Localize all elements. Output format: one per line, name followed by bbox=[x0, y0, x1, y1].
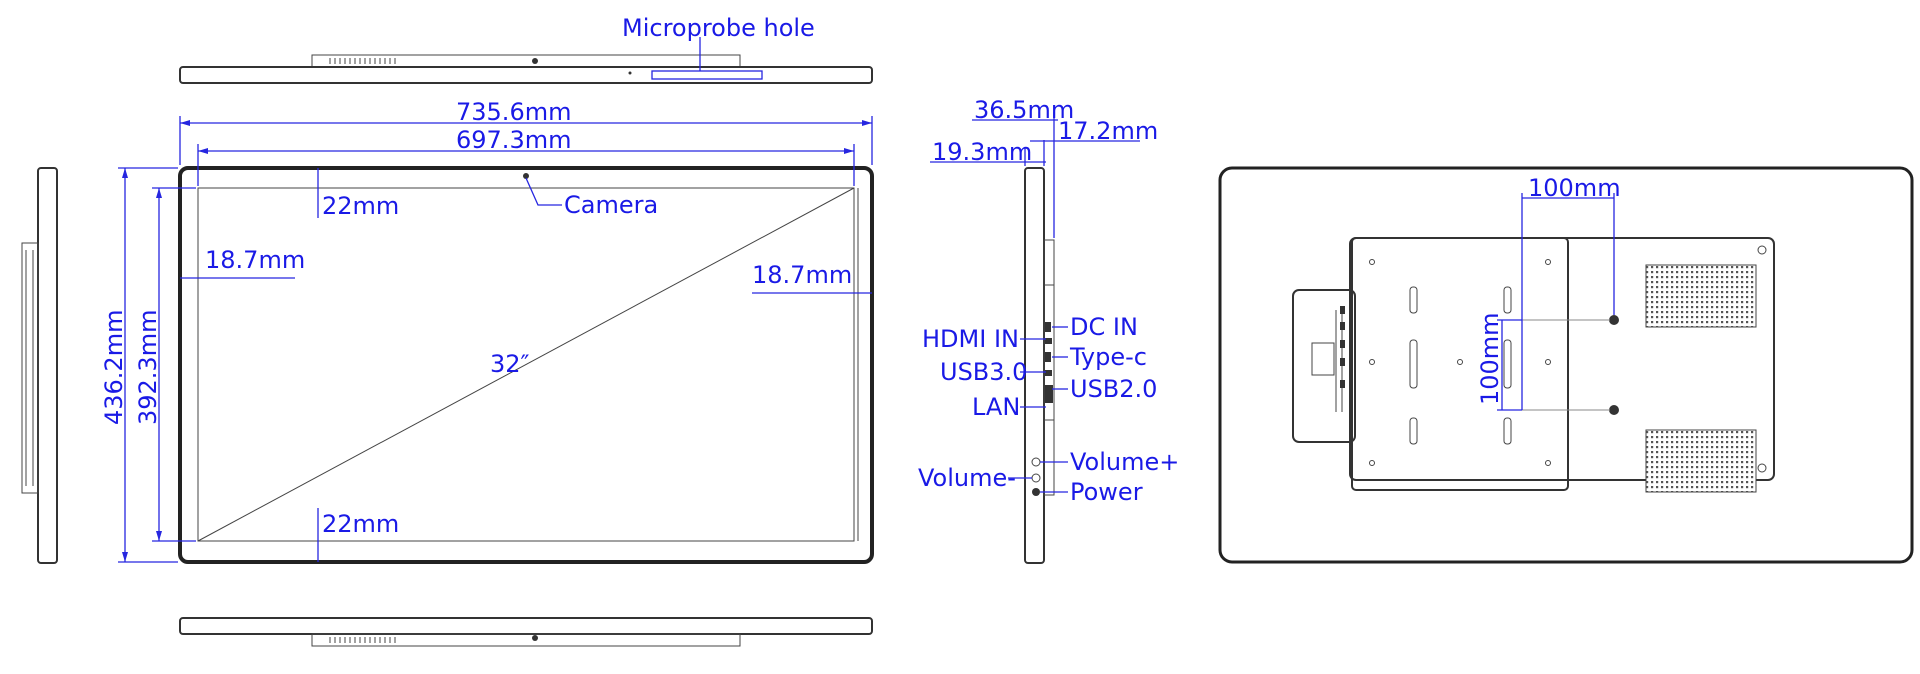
rear-speaker-grill-bottom bbox=[1645, 429, 1757, 493]
side-view-body bbox=[1024, 167, 1045, 564]
bottom-bezel-label: 22mm bbox=[322, 510, 399, 538]
camera-leader bbox=[525, 177, 562, 206]
vesa-horizontal-label: 100mm bbox=[1528, 174, 1621, 202]
dc-in-label: DC IN bbox=[1070, 313, 1138, 341]
volume-plus-label: Volume+ bbox=[1070, 448, 1179, 476]
left-bezel-label: 18.7mm bbox=[205, 246, 305, 274]
top-view: Microprobe hole bbox=[179, 14, 873, 84]
front-view: 32″ Camera 735.6mm 697.3mm 22mm 22mm 18.… bbox=[100, 98, 874, 564]
total-depth-label: 36.5mm bbox=[974, 96, 1074, 124]
right-bezel-label: 18.7mm bbox=[752, 261, 852, 289]
rear-mounting-plate bbox=[1351, 237, 1569, 491]
left-side-rear-hump bbox=[21, 242, 39, 494]
rear-speaker-grill-top bbox=[1645, 264, 1757, 328]
usb20-label: USB2.0 bbox=[1070, 375, 1157, 403]
diagonal-line bbox=[197, 187, 855, 542]
rear-stand-label-plate bbox=[1311, 342, 1335, 376]
side-view: 36.5mm 17.2mm 19.3mm DC IN HDMI IN Type-… bbox=[918, 96, 1179, 564]
left-side-view bbox=[21, 167, 58, 564]
vesa-screw-top bbox=[1609, 315, 1619, 325]
camera-dot bbox=[523, 173, 529, 179]
bottom-view-body bbox=[179, 617, 873, 635]
depth-b-label: 17.2mm bbox=[1058, 117, 1158, 145]
top-view-camera-dot bbox=[532, 58, 538, 64]
depth-a-label: 19.3mm bbox=[932, 138, 1032, 166]
top-view-body bbox=[179, 66, 873, 84]
rear-outline bbox=[1218, 166, 1914, 564]
top-view-vent-slots bbox=[329, 58, 396, 64]
bottom-view-rear-hump bbox=[311, 633, 741, 647]
usb30-label: USB3.0 bbox=[940, 358, 1027, 386]
type-c-label: Type-c bbox=[1069, 343, 1147, 371]
volume-minus-label: Volume- bbox=[918, 464, 1016, 492]
overall-width-label: 735.6mm bbox=[456, 98, 571, 126]
screen-height-label: 392.3mm bbox=[134, 310, 162, 425]
lan-label: LAN bbox=[972, 393, 1020, 421]
front-bezel bbox=[178, 166, 874, 564]
microprobe-hole-label: Microprobe hole bbox=[622, 14, 815, 42]
front-screen bbox=[197, 187, 855, 542]
top-view-rear-hump bbox=[311, 54, 741, 68]
bottom-view bbox=[179, 617, 873, 647]
side-view-port-panel bbox=[1043, 284, 1055, 421]
camera-label: Camera bbox=[564, 191, 658, 219]
power-label: Power bbox=[1070, 478, 1143, 506]
screen-width-label: 697.3mm bbox=[456, 126, 571, 154]
rear-view: 100mm 100mm bbox=[1218, 166, 1914, 564]
rear-stand-bracket bbox=[1292, 289, 1356, 443]
diagonal-size-label: 32″ bbox=[490, 350, 530, 378]
microprobe-highlight-box bbox=[651, 70, 763, 80]
left-side-body bbox=[37, 167, 58, 564]
vesa-screw-bottom bbox=[1609, 405, 1619, 415]
overall-height-label: 436.2mm bbox=[100, 310, 128, 425]
top-bezel-label: 22mm bbox=[322, 192, 399, 220]
vesa-vertical-label: 100mm bbox=[1476, 312, 1504, 405]
microprobe-hole bbox=[628, 71, 632, 75]
hdmi-in-label: HDMI IN bbox=[922, 325, 1019, 353]
side-view-rear-hump bbox=[1043, 239, 1055, 496]
